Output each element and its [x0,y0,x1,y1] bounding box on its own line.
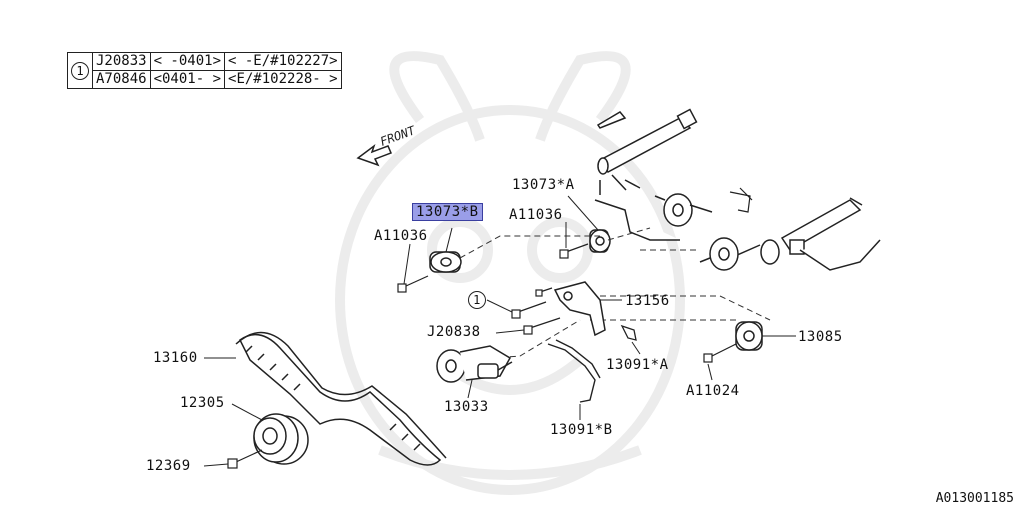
label-13033[interactable]: 13033 [444,399,489,415]
small-pin [535,287,553,297]
guide-13091b [547,339,601,403]
label-12369[interactable]: 12369 [146,458,191,474]
table-range: < -0401> [149,52,226,71]
crank-pulley-12305 [253,413,309,465]
label-13091a[interactable]: 13091*A [606,357,669,373]
table-marker-cell: 1 [67,52,93,89]
bolt-marker-1 [511,301,547,319]
timing-belt-13160 [235,331,447,466]
bolt-12369 [227,449,263,469]
alignment-dashed-lines [459,227,771,361]
camshaft-upper [594,108,698,241]
label-13085[interactable]: 13085 [798,329,843,345]
table-part: A70846 [92,70,151,89]
idler-pulley-13073a [589,229,611,253]
label-circle-marker: 1 [468,291,486,309]
table-part: J20833 [92,52,151,71]
camshaft-lower [734,197,881,271]
label-j20838[interactable]: J20838 [427,324,481,340]
bolt-a11036-left [397,275,429,293]
cam-sprocket-upper [654,193,713,227]
table-row: A70846 <0401- > <E/#102228- > [68,70,342,89]
label-a11036-left[interactable]: A11036 [374,228,428,244]
cam-sprocket-lower [699,237,739,271]
clip-13091a [620,324,637,341]
leader-lines [203,195,796,467]
small-bracket-right [729,187,753,213]
bolt-a11024 [703,343,737,363]
tensioner-13033 [436,345,513,383]
label-13073a[interactable]: 13073*A [512,177,575,193]
table-row: 1 J20833 < -0401> < -E/#102227> [67,52,342,89]
applicability-table: 1 J20833 < -0401> < -E/#102227> A70846 <… [67,52,342,89]
label-13160[interactable]: 13160 [153,350,198,366]
circle-marker: 1 [468,291,486,309]
bolt-j20838 [523,317,561,335]
label-13091b[interactable]: 13091*B [550,422,613,438]
tensioner-bracket-13156 [553,281,606,337]
label-12305[interactable]: 12305 [180,395,225,411]
bolt-a11036-right [559,243,589,259]
table-marker: 1 [71,61,89,80]
label-13156[interactable]: 13156 [625,293,670,309]
watermark-mascot [335,51,685,495]
diagram-code: A013001185 [935,491,1014,506]
label-a11024[interactable]: A11024 [686,383,740,399]
label-13073b[interactable]: 13073*B [412,203,483,221]
idler-pulley-13073b [429,251,462,273]
table-serial: <E/#102228- > [224,70,342,89]
table-serial: < -E/#102227> [224,52,342,71]
table-range: <0401- > [149,70,226,89]
label-a11036-right[interactable]: A11036 [509,207,563,223]
idler-13085 [735,321,763,351]
front-arrow-icon [356,143,392,167]
